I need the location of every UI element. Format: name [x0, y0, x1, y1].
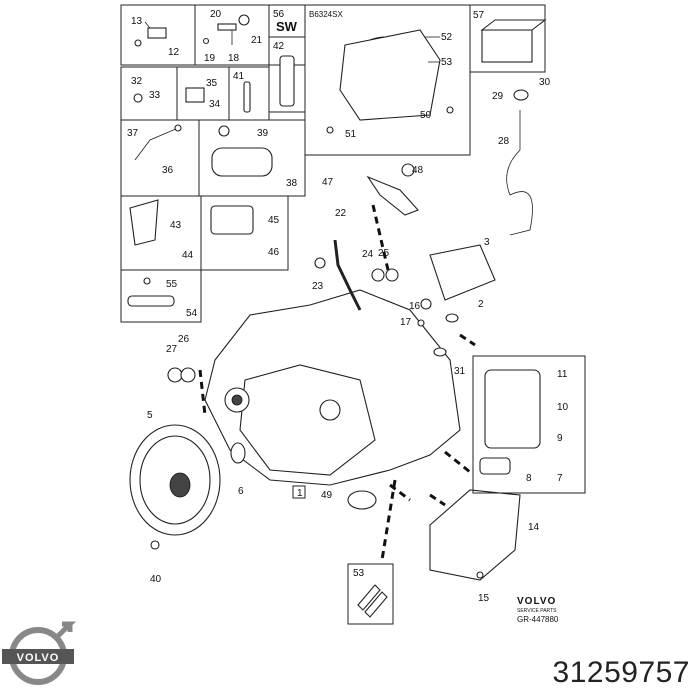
svg-text:8: 8 [526, 473, 532, 484]
svg-text:19: 19 [204, 53, 216, 64]
svg-text:16: 16 [409, 301, 421, 312]
svg-text:21: 21 [251, 35, 263, 46]
engine-code-label: B6324SX [309, 10, 343, 19]
sw-label: SW [276, 19, 298, 34]
svg-text:45: 45 [268, 215, 280, 226]
dipstick-tube [314, 239, 362, 311]
svg-text:56: 56 [273, 9, 285, 20]
svg-text:57: 57 [473, 10, 485, 21]
svg-text:43: 43 [170, 220, 182, 231]
reference-label: GR-447880 [517, 615, 559, 624]
inset-box-56-42: 56 SW 42 [268, 4, 306, 107]
svg-text:18: 18 [228, 53, 240, 64]
oil-pan [429, 489, 521, 581]
svg-text:9: 9 [557, 433, 563, 444]
svg-text:22: 22 [335, 208, 347, 219]
inset-box-13-12: 13 12 [120, 4, 196, 66]
svg-text:14: 14 [528, 522, 540, 533]
svg-text:30: 30 [539, 77, 551, 88]
bracket-47 [366, 163, 419, 216]
svg-text:15: 15 [478, 593, 490, 604]
svg-text:10: 10 [557, 402, 569, 413]
svg-text:53: 53 [441, 57, 453, 68]
svg-text:29: 29 [492, 91, 504, 102]
inset-box-55-54: 55 54 [120, 269, 202, 323]
svg-text:34: 34 [209, 99, 221, 110]
svg-text:52: 52 [441, 32, 453, 43]
svg-text:55: 55 [166, 279, 178, 290]
svg-text:35: 35 [206, 78, 218, 89]
part-number: 31259757 [552, 656, 690, 689]
svg-text:37: 37 [127, 128, 139, 139]
inset-box-39-38: 39 38 [198, 119, 306, 197]
svg-text:33: 33 [149, 90, 161, 101]
svg-text:11: 11 [557, 369, 568, 380]
svg-text:47: 47 [322, 177, 334, 188]
svg-text:24: 24 [362, 249, 374, 260]
svg-text:2: 2 [478, 299, 484, 310]
inset-box-45-46: 45 46 [200, 195, 289, 271]
inset-box-flywheel: B6324SX 52 53 50 51 [304, 4, 471, 156]
svg-text:48: 48 [412, 165, 424, 176]
svg-text:3: 3 [484, 237, 490, 248]
svg-text:17: 17 [400, 317, 412, 328]
svg-text:6: 6 [238, 486, 244, 497]
inset-box-57: 57 [469, 4, 547, 73]
service-parts-label: SERVICE PARTS [517, 608, 557, 614]
svg-text:28: 28 [498, 136, 510, 147]
svg-text:25: 25 [378, 248, 390, 259]
svg-text:38: 38 [286, 178, 298, 189]
svg-text:41: 41 [233, 71, 245, 82]
control-module [429, 244, 496, 301]
svg-text:26: 26 [178, 334, 190, 345]
svg-text:1: 1 [297, 488, 303, 499]
torque-converter [129, 424, 221, 536]
svg-text:32: 32 [131, 76, 143, 87]
wiring-harness [506, 89, 533, 236]
svg-text:54: 54 [186, 308, 198, 319]
svg-text:53: 53 [353, 568, 365, 579]
valve-body [472, 355, 586, 494]
svg-text:44: 44 [182, 250, 194, 261]
svg-text:12: 12 [168, 47, 180, 58]
inset-box-41: 41 [228, 66, 270, 121]
svg-text:50: 50 [420, 110, 432, 121]
svg-text:5: 5 [147, 410, 153, 421]
inset-box-20-21: 20 19 18 21 [194, 4, 270, 66]
volvo-logo: VOLVO [2, 621, 77, 685]
logo-text: VOLVO [17, 652, 60, 664]
svg-text:36: 36 [162, 165, 174, 176]
inset-box-35-34: 35 34 [176, 66, 230, 121]
svg-text:27: 27 [166, 344, 178, 355]
svg-text:40: 40 [150, 574, 162, 585]
svg-text:23: 23 [312, 281, 324, 292]
svg-text:13: 13 [131, 16, 143, 27]
svg-text:49: 49 [321, 490, 333, 501]
transmission-housing [204, 289, 461, 486]
svg-text:31: 31 [454, 366, 466, 377]
inset-box-43-44: 43 44 [120, 195, 202, 271]
svg-text:51: 51 [345, 129, 357, 140]
svg-text:39: 39 [257, 128, 269, 139]
svg-text:46: 46 [268, 247, 280, 258]
inset-box-32-33: 32 33 [120, 66, 178, 121]
svg-text:7: 7 [557, 473, 563, 484]
inset-box-37-36: 37 36 [120, 119, 200, 197]
service-brand-label: VOLVO [517, 596, 556, 607]
svg-text:42: 42 [273, 41, 285, 52]
svg-text:20: 20 [210, 9, 222, 20]
